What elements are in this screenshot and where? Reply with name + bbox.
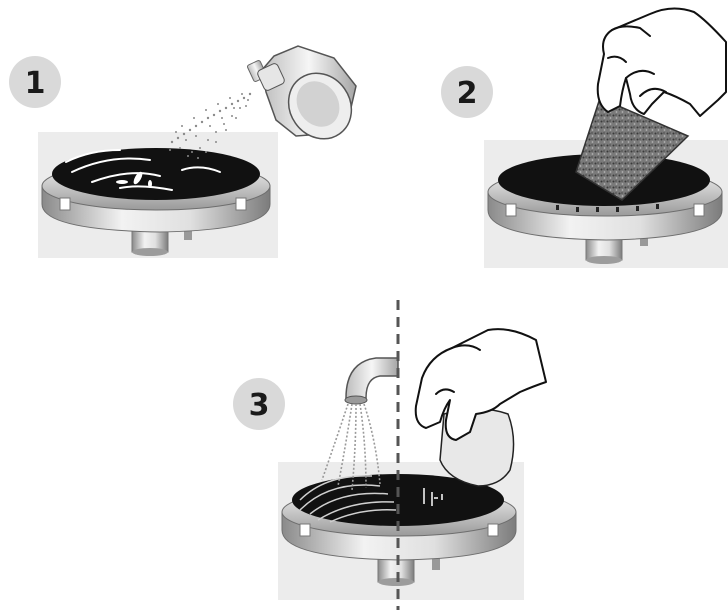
step-number-3: 3 — [249, 388, 270, 423]
step-1-panel: 1 — [9, 46, 364, 258]
step-3-panel: 3 — [233, 300, 546, 610]
hand-icon — [598, 8, 726, 116]
step-badge-2: 2 — [441, 66, 493, 118]
step-number-1: 1 — [25, 66, 46, 101]
step-2-panel: 2 — [441, 8, 728, 268]
step-badge-3: 3 — [233, 378, 285, 430]
step-badge-1: 1 — [9, 56, 61, 108]
faucet-icon — [345, 358, 398, 404]
step-number-2: 2 — [457, 76, 478, 111]
